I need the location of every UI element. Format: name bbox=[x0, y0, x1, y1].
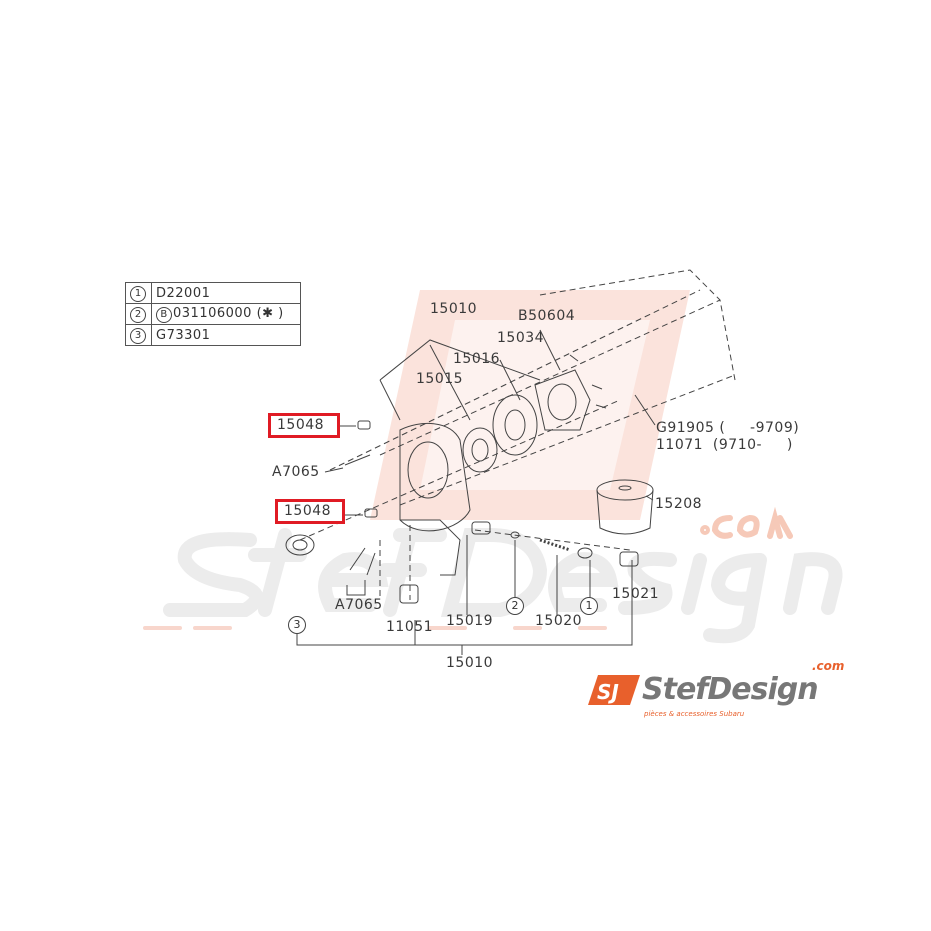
plug-11051 bbox=[399, 584, 419, 604]
label-15015[interactable]: 15015 bbox=[416, 371, 464, 387]
logo-brand: StefDesign bbox=[642, 672, 819, 707]
engine-block-outline bbox=[299, 269, 736, 600]
rotor-15016 bbox=[492, 394, 538, 456]
callout-3[interactable]: 3 bbox=[288, 616, 306, 634]
label-15016[interactable]: 15016 bbox=[453, 351, 501, 367]
label-a7065-lower[interactable]: A7065 bbox=[335, 597, 383, 613]
highlight-box-15048 bbox=[275, 499, 345, 524]
legend-code: G73301 bbox=[151, 324, 301, 346]
watermark-lettering-shape bbox=[163, 528, 843, 644]
watermark-com-shape bbox=[700, 506, 793, 539]
legend-row: 3 G73301 bbox=[125, 324, 301, 346]
label-b50604[interactable]: B50604 bbox=[518, 308, 576, 324]
logo-com: .com bbox=[812, 659, 845, 673]
rotor-15015 bbox=[462, 427, 498, 473]
logo-mark-text: SJ bbox=[597, 680, 619, 704]
label-11071[interactable]: 11071 (9710- ) bbox=[656, 437, 793, 453]
label-11051[interactable]: 11051 bbox=[386, 619, 434, 635]
bolts-b50604 bbox=[569, 354, 607, 409]
leader-lines bbox=[296, 394, 656, 655]
label-15034[interactable]: 15034 bbox=[497, 330, 545, 346]
label-15021[interactable]: 15021 bbox=[612, 586, 660, 602]
label-a7065-upper[interactable]: A7065 bbox=[272, 464, 320, 480]
label-15048-lower[interactable]: 15048 bbox=[284, 503, 332, 519]
pins-15048 bbox=[357, 420, 378, 518]
label-15020[interactable]: 15020 bbox=[535, 613, 583, 629]
highlight-box-15048 bbox=[268, 413, 340, 438]
label-15019[interactable]: 15019 bbox=[446, 613, 494, 629]
oil-filter-15208 bbox=[596, 479, 654, 535]
callout-1[interactable]: 1 bbox=[580, 597, 598, 615]
label-g91905[interactable]: G91905 ( -9709) bbox=[656, 420, 800, 436]
legend-prefix: B bbox=[156, 306, 172, 323]
legend-num: 1 bbox=[130, 285, 146, 302]
legend-num: 2 bbox=[130, 306, 146, 323]
relief-valve-parts bbox=[471, 521, 639, 567]
oil-pump-body bbox=[399, 422, 471, 576]
label-15010-top[interactable]: 15010 bbox=[430, 301, 478, 317]
cover-15034 bbox=[534, 369, 591, 431]
label-15048-upper[interactable]: 15048 bbox=[277, 417, 325, 433]
label-15208[interactable]: 15208 bbox=[655, 496, 703, 512]
label-15010-bottom[interactable]: 15010 bbox=[446, 655, 494, 671]
bolts-a7065 bbox=[344, 454, 376, 576]
callout-2[interactable]: 2 bbox=[506, 597, 524, 615]
logo-tagline: pièces & accessoires Subaru bbox=[644, 710, 745, 718]
legend-code: 031106000 (✱ ) bbox=[173, 305, 284, 321]
seal-g73301 bbox=[285, 534, 315, 556]
legend-num: 3 bbox=[130, 327, 146, 344]
